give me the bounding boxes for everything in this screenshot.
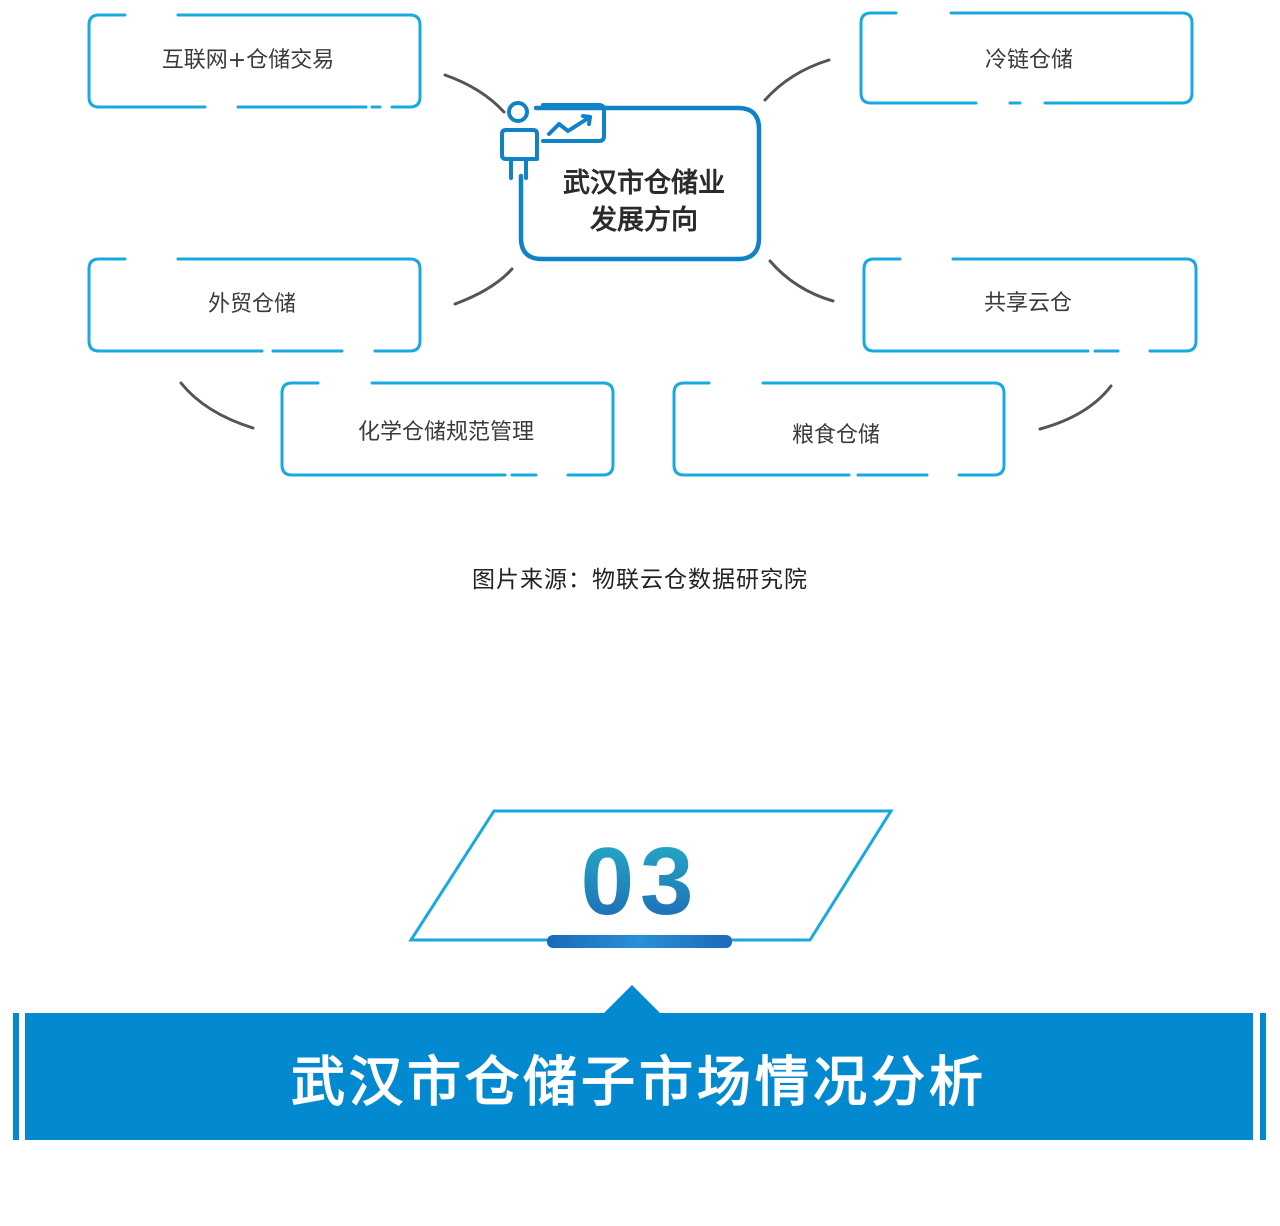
center-title-line-1: 武汉市仓储业 — [563, 168, 725, 199]
connector-arcs — [179, 58, 1113, 431]
node-label-internet-warehouse-trading: 互联网+仓储交易 — [161, 48, 335, 73]
node-label-grain-warehouse: 粮食仓储 — [791, 423, 881, 448]
image-source-caption: 图片来源：物联云仓数据研究院 — [472, 567, 808, 593]
person-presentation-chart-icon — [500, 101, 606, 180]
node-label-chemical-warehouse-regulation: 化学仓储规范管理 — [357, 420, 535, 445]
node-box-foreign-trade-warehouse — [87, 257, 422, 353]
center-box — [518, 105, 762, 262]
number-underline-bar — [547, 935, 732, 948]
node-label-cold-chain-warehouse: 冷链仓储 — [984, 48, 1074, 73]
node-box-internet-warehouse-trading — [87, 13, 422, 109]
section-number: 03 — [581, 828, 700, 935]
node-label-shared-cloud-warehouse: 共享云仓 — [983, 291, 1073, 316]
banner-right-edge — [1260, 1013, 1266, 1140]
section-title: 武汉市仓储子市场情况分析 — [291, 1050, 987, 1113]
node-box-chemical-warehouse-regulation — [280, 381, 615, 477]
banner-left-edge — [13, 1013, 19, 1140]
center-title-line-2: 发展方向 — [590, 205, 698, 236]
node-box-shared-cloud-warehouse — [862, 257, 1198, 353]
center-title: 武汉市仓储业 发展方向 — [563, 165, 725, 239]
node-box-cold-chain-warehouse — [859, 11, 1194, 105]
section-number-frame: 03 — [408, 809, 894, 948]
section-title-banner: 武汉市仓储子市场情况分析 — [25, 1013, 1253, 1140]
banner-notch — [603, 985, 661, 1014]
node-box-grain-warehouse — [672, 381, 1006, 477]
node-label-foreign-trade-warehouse: 外贸仓储 — [207, 292, 297, 317]
